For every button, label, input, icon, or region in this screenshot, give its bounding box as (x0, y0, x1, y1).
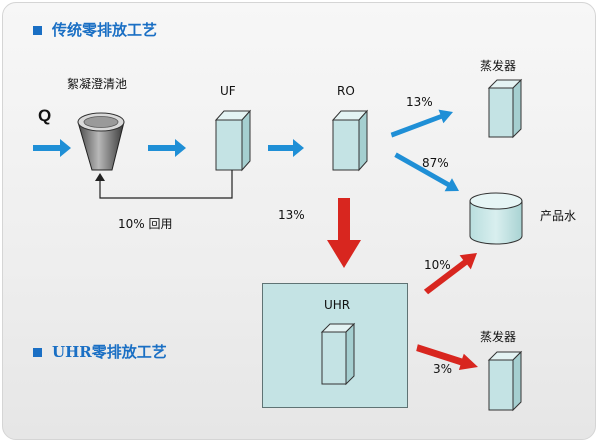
ro-to-uhr-percent: 13% (278, 208, 305, 222)
title-bullet-traditional (33, 26, 42, 35)
recycle-label: 10% 回用 (118, 217, 173, 231)
ro-to-evaporator-percent: 13% (406, 95, 433, 109)
arrow-uhr-to-product (423, 253, 477, 295)
evaporator-top-unit (487, 78, 523, 139)
clarifier-label: 絮凝澄清池 (67, 77, 128, 91)
arrow-uf-to-ro (268, 139, 304, 157)
arrow-inflow (33, 139, 71, 157)
title-bullet-uhr (33, 348, 42, 357)
arrow-uhr-to-evaporator (416, 344, 478, 370)
arrow-ro-to-product (394, 152, 459, 192)
uhr-to-product-percent: 10% (424, 258, 451, 272)
uf-unit (214, 109, 252, 172)
product-water-tank (469, 192, 523, 245)
product-water-label: 产品水 (540, 209, 577, 223)
uhr-to-evaporator-percent: 3% (433, 362, 453, 376)
arrow-ro-to-uhr (327, 198, 361, 268)
ro-label: RO (337, 84, 355, 98)
title-uhr: UHR零排放工艺 (52, 343, 167, 361)
title-traditional: 传统零排放工艺 (52, 21, 158, 39)
evaporator-bottom-label: 蒸发器 (480, 330, 517, 344)
arrow-clarifier-to-uf (148, 139, 186, 157)
arrow-ro-to-evaporator (390, 109, 453, 138)
uf-label: UF (220, 84, 236, 98)
blue-flow-arrows (33, 109, 459, 192)
ro-unit (331, 109, 369, 172)
ro-to-product-percent: 87% (422, 156, 449, 170)
uhr-label: UHR (324, 298, 351, 312)
clarifier-tank (77, 112, 125, 171)
recycle-line (95, 170, 233, 199)
red-flow-arrows (327, 198, 478, 370)
evaporator-top-label: 蒸发器 (480, 59, 517, 73)
inflow-label: Q (38, 106, 52, 125)
evaporator-bottom-unit (487, 350, 523, 412)
uhr-unit (320, 322, 356, 386)
